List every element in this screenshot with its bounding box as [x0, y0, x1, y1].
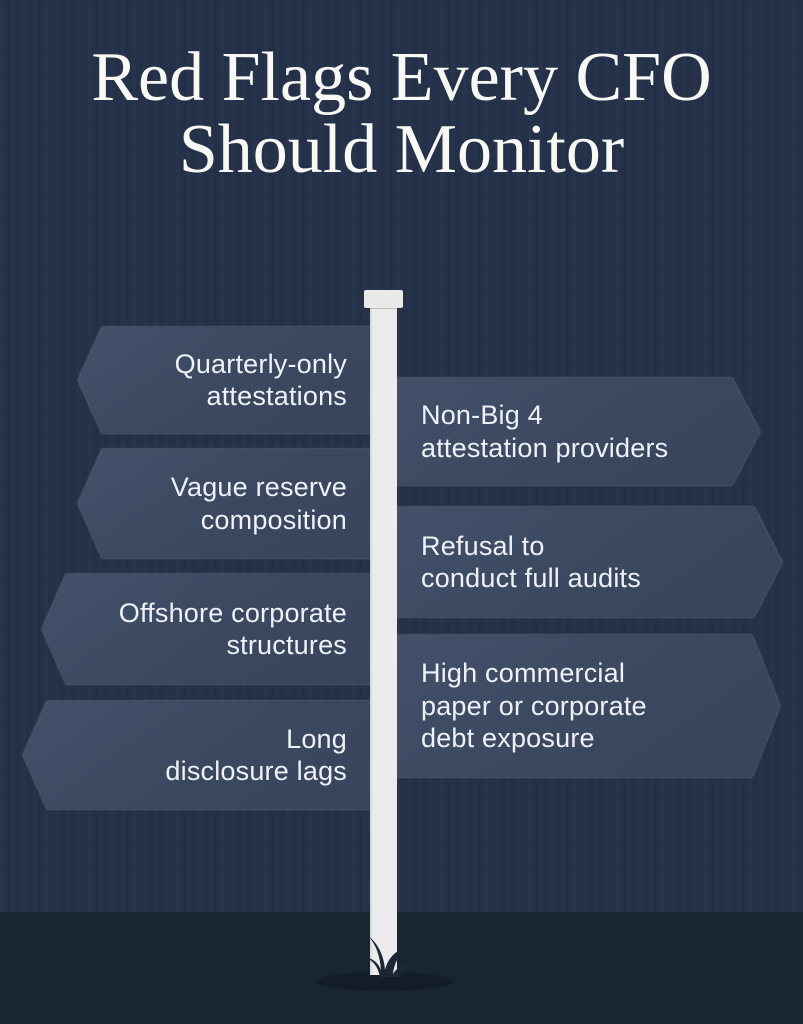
sign-vague-reserve-composition: Vague reserve composition — [78, 449, 385, 558]
right-arrow-sign-shape: Non-Big 4 attestation providers — [385, 378, 760, 485]
sign-non-big-4-attestation-providers: Non-Big 4 attestation providers — [385, 378, 760, 485]
right-arrow-sign-shape: High commercial paper or corporate debt … — [385, 635, 780, 777]
sign-label: Offshore corporate structures — [118, 597, 347, 660]
sign-label: Quarterly-only attestations — [174, 348, 347, 411]
sign-high-commercial-paper-debt-exposure: High commercial paper or corporate debt … — [385, 635, 780, 777]
sign-offshore-corporate-structures: Offshore corporate structures — [42, 574, 385, 684]
left-arrow-sign-shape: Long disclosure lags — [23, 701, 385, 809]
pole-base-shadow — [316, 972, 454, 991]
left-arrow-sign-shape: Vague reserve composition — [78, 449, 385, 558]
grass-silhouette-icon — [366, 936, 414, 977]
signpost-pole-cap — [364, 290, 403, 308]
sign-label: Vague reserve composition — [170, 472, 347, 535]
sign-label: Refusal to conduct full audits — [421, 530, 641, 593]
sign-label: Non-Big 4 attestation providers — [421, 400, 669, 463]
page-title: Red Flags Every CFO Should Monitor — [91, 39, 712, 189]
sign-label: Long disclosure lags — [165, 723, 347, 786]
left-arrow-sign-shape: Quarterly-only attestations — [78, 327, 385, 433]
sign-label: High commercial paper or corporate debt … — [421, 658, 647, 754]
sign-refusal-to-conduct-full-audits: Refusal to conduct full audits — [385, 507, 782, 617]
signpost-pole — [370, 292, 397, 975]
sign-long-disclosure-lags: Long disclosure lags — [23, 701, 385, 809]
left-arrow-sign-shape: Offshore corporate structures — [42, 574, 385, 684]
sign-quarterly-only-attestations: Quarterly-only attestations — [78, 327, 385, 433]
right-arrow-sign-shape: Refusal to conduct full audits — [385, 507, 782, 617]
